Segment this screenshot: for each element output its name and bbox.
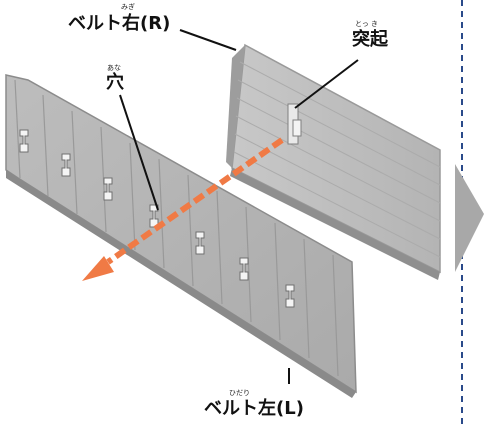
leader-lines <box>119 29 359 384</box>
belt-left-ruby: ひだり <box>229 389 250 397</box>
protrusion-label: 突起 <box>352 29 388 50</box>
hole-label: 穴 <box>106 72 124 93</box>
protrusion-icon <box>287 103 302 145</box>
belt-right <box>226 43 441 280</box>
belt-left-label: ベルト左(L) <box>204 398 304 419</box>
belt-holes <box>19 129 295 308</box>
insert-direction-arrow-icon <box>82 137 284 281</box>
belt-right-label: ベルト右(R) <box>68 13 171 34</box>
belt-right-ruby: みぎ <box>121 3 135 11</box>
protrusion-ruby: とっ き <box>355 20 379 28</box>
next-step-arrow-icon <box>455 164 484 272</box>
belt-left <box>5 74 357 398</box>
hole-ruby: あな <box>107 64 121 72</box>
